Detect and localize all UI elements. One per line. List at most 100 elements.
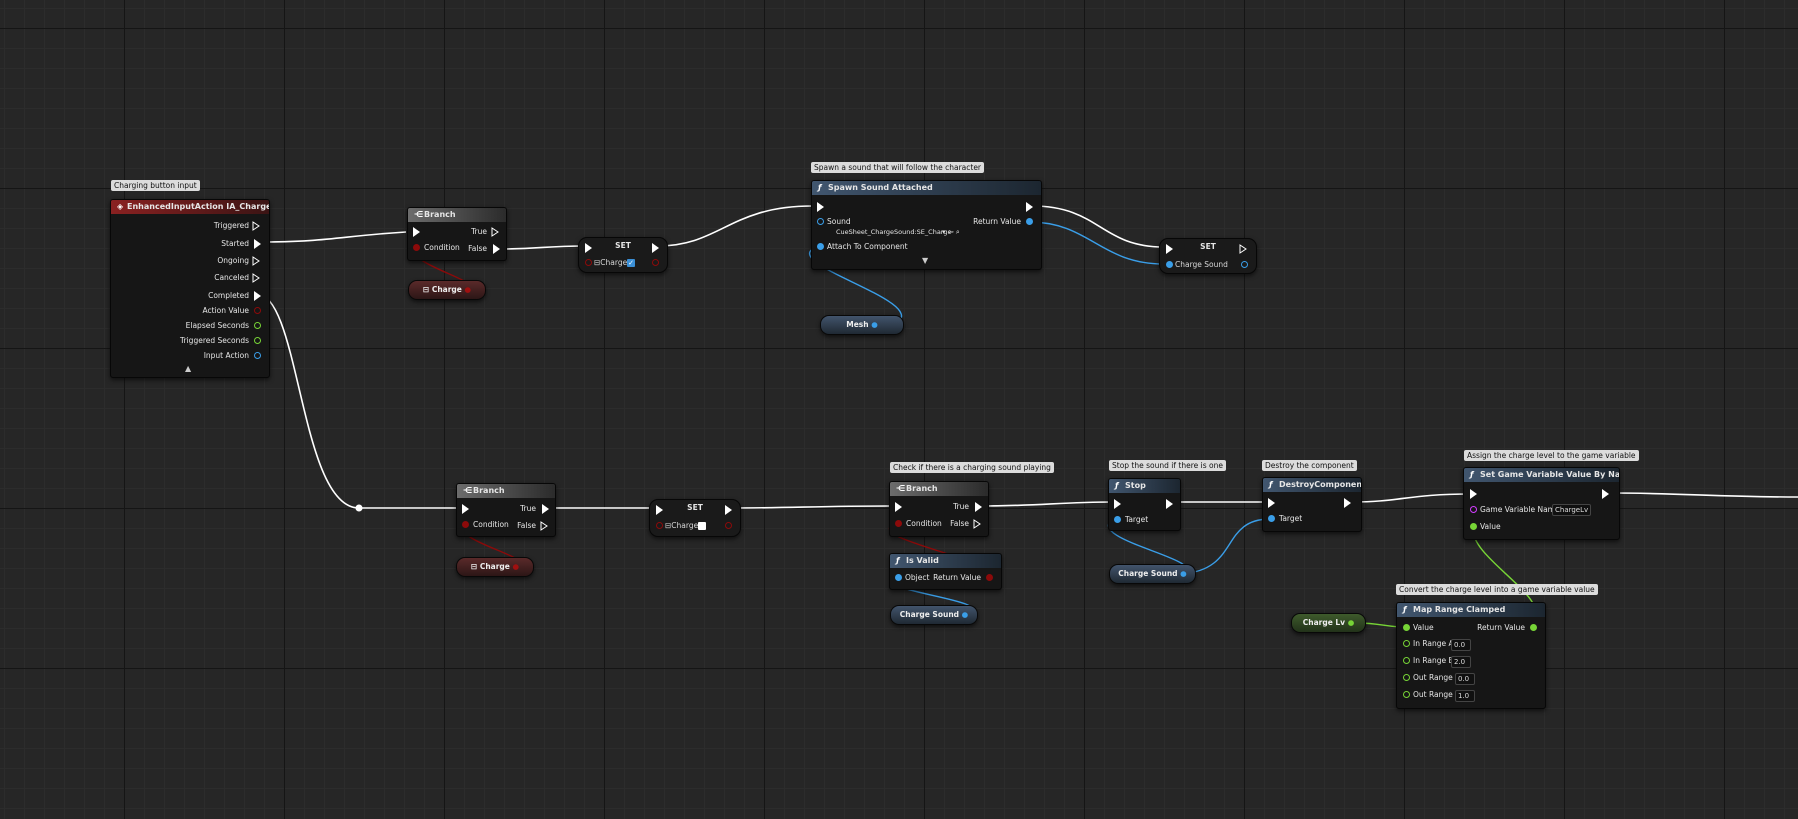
get-charge-sound-2[interactable]: Charge Sound ● xyxy=(1109,564,1196,584)
target-pin[interactable] xyxy=(1268,515,1275,522)
in-range-b-label: In Range B xyxy=(1413,656,1454,665)
exec-in-pin[interactable] xyxy=(585,243,592,253)
exec-wire xyxy=(729,505,893,509)
charge-in-pin[interactable] xyxy=(585,259,592,266)
object-pin-input-action[interactable] xyxy=(254,352,261,359)
charge-sound-out-pin[interactable] xyxy=(1241,261,1248,268)
true-label: True xyxy=(953,502,969,511)
charge-in-pin[interactable] xyxy=(656,522,663,529)
exec-out-false[interactable] xyxy=(540,521,549,531)
get-charge-top[interactable]: ⊟ Charge ● xyxy=(408,280,486,300)
object-pin[interactable] xyxy=(895,574,902,581)
sound-asset-value[interactable]: CueSheet_ChargeSound:SE_Charge xyxy=(836,228,952,236)
branch-node-bottom[interactable]: ⋲Branch Condition True False xyxy=(456,483,556,537)
exec-in-pin[interactable] xyxy=(1114,499,1121,509)
asset-picker[interactable]: ▾ ⇦ ⌕ xyxy=(942,227,960,237)
exec-out-pin-triggered[interactable] xyxy=(252,221,261,231)
charge-out-pin[interactable] xyxy=(652,259,659,266)
exec-in-pin[interactable] xyxy=(1268,498,1275,508)
bool-pin-action-value[interactable] xyxy=(254,307,261,314)
exec-in-pin[interactable] xyxy=(413,227,420,237)
exec-in-pin[interactable] xyxy=(895,502,902,512)
get-charge-lv[interactable]: Charge Lv ● xyxy=(1291,613,1366,633)
exec-out-pin-started[interactable] xyxy=(254,239,261,249)
exec-out-true[interactable] xyxy=(491,227,500,237)
value-pin[interactable] xyxy=(1470,523,1477,530)
attach-component-pin[interactable] xyxy=(817,243,824,250)
expand-arrow-icon[interactable]: ▲ xyxy=(185,364,192,373)
condition-pin[interactable] xyxy=(413,244,420,251)
exec-out-true[interactable] xyxy=(975,502,982,512)
node-title: Stop xyxy=(1125,481,1146,490)
get-mesh[interactable]: Mesh ● xyxy=(820,315,904,335)
branch-node-top[interactable]: ⋲Branch Condition True False xyxy=(407,207,507,261)
exec-in-pin[interactable] xyxy=(1166,244,1173,254)
exec-out-pin[interactable] xyxy=(652,243,659,253)
branch-node-check[interactable]: ⋲Branch Condition True False xyxy=(889,481,989,537)
float-pin-elapsed[interactable] xyxy=(254,322,261,329)
exec-out-pin[interactable] xyxy=(1239,244,1248,254)
charge-checkbox[interactable]: ✓ xyxy=(627,259,635,267)
out-range-b-input[interactable]: 1.0 xyxy=(1455,690,1475,702)
get-charge-sound-1[interactable]: Charge Sound ● xyxy=(890,605,978,625)
charge-checkbox[interactable] xyxy=(698,522,706,530)
search-icon[interactable]: ⌕ xyxy=(955,228,960,236)
dropdown-icon[interactable]: ▾ xyxy=(942,228,946,236)
pin-label-started: Started xyxy=(221,239,249,248)
exec-out-pin[interactable] xyxy=(725,505,732,515)
in-range-b-pin[interactable] xyxy=(1403,657,1410,664)
exec-in-pin[interactable] xyxy=(817,202,824,212)
in-range-b-input[interactable]: 2.0 xyxy=(1451,656,1471,668)
out-range-a-pin[interactable] xyxy=(1403,674,1410,681)
charge-out-pin[interactable] xyxy=(725,522,732,529)
exec-out-pin-canceled[interactable] xyxy=(252,273,261,283)
exec-in-pin[interactable] xyxy=(656,505,663,515)
exec-in-pin[interactable] xyxy=(1470,489,1477,499)
value-in-pin[interactable] xyxy=(1403,624,1410,631)
condition-pin[interactable] xyxy=(895,520,902,527)
exec-out-pin[interactable] xyxy=(1344,498,1351,508)
return-value-label: Return Value xyxy=(933,573,981,582)
return-value-label: Return Value xyxy=(973,217,1021,226)
exec-out-pin[interactable] xyxy=(1166,499,1173,509)
variable-name-input[interactable]: ChargeLv xyxy=(1552,504,1592,516)
exec-out-pin-completed[interactable] xyxy=(254,291,261,301)
in-range-a-pin[interactable] xyxy=(1403,640,1410,647)
set-charge-top-node[interactable]: SET ⊟Charge ✓ xyxy=(578,237,668,273)
set-charge-sound-node[interactable]: SET Charge Sound xyxy=(1159,238,1257,274)
return-value-pin[interactable] xyxy=(1026,218,1033,225)
comment-charging-input: Charging button input xyxy=(111,180,200,191)
exec-out-pin-ongoing[interactable] xyxy=(252,256,261,266)
exec-out-false[interactable] xyxy=(493,244,500,254)
exec-out-true[interactable] xyxy=(542,504,549,514)
exec-out-pin[interactable] xyxy=(1602,489,1609,499)
enhanced-input-action-node[interactable]: ◈EnhancedInputAction IA_ChargeShot Trigg… xyxy=(110,199,270,378)
target-pin[interactable] xyxy=(1114,516,1121,523)
float-pin-triggered-seconds[interactable] xyxy=(254,337,261,344)
exec-in-pin[interactable] xyxy=(462,504,469,514)
return-value-pin[interactable] xyxy=(986,574,993,581)
expand-arrow-icon[interactable]: ▼ xyxy=(922,256,929,265)
return-value-pin[interactable] xyxy=(1530,624,1537,631)
get-charge-bottom[interactable]: ⊟ Charge ● xyxy=(456,557,534,577)
true-label: True xyxy=(520,504,536,513)
browse-arrow-icon[interactable]: ⇦ xyxy=(947,228,954,236)
out-range-a-input[interactable]: 0.0 xyxy=(1455,673,1475,685)
condition-pin[interactable] xyxy=(462,521,469,528)
in-range-a-input[interactable]: 0.0 xyxy=(1451,639,1471,651)
exec-out-false[interactable] xyxy=(973,519,982,529)
node-title: Branch xyxy=(906,484,938,493)
charge-sound-in-pin[interactable] xyxy=(1166,261,1173,268)
out-range-b-pin[interactable] xyxy=(1403,691,1410,698)
node-title: Spawn Sound Attached xyxy=(828,183,933,192)
exec-out-pin[interactable] xyxy=(1026,202,1033,212)
sound-pin[interactable] xyxy=(817,218,824,225)
set-charge-bottom-node[interactable]: SET ⊟Charge xyxy=(649,499,741,537)
name-pin[interactable] xyxy=(1470,506,1477,513)
